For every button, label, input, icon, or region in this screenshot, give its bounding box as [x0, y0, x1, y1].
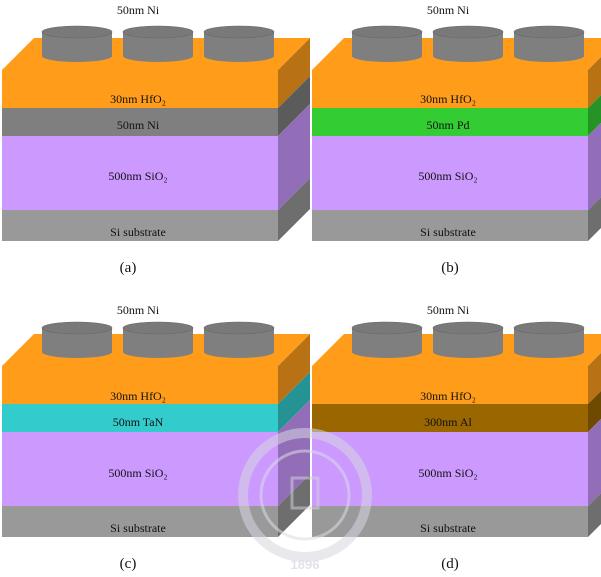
panel-a-layer-2-front: [2, 108, 278, 136]
panel-b-geometry: [312, 25, 601, 241]
watermark-seal-text: 1896: [291, 557, 320, 572]
panel-c-layer-1-side: [278, 334, 310, 404]
panel-c-ni-electrode-2-cap: [122, 321, 194, 335]
panel-c-layer-3-label: 500nm SiO₂: [108, 466, 167, 480]
panel-c-ni-electrode-1: [41, 321, 113, 358]
panel-b-ni-electrode-2: [432, 25, 504, 62]
panel-a-layer-1-front: [2, 70, 278, 108]
panel-b-ni-electrode-2-body: [433, 32, 503, 62]
panel-b-caption: (b): [441, 260, 459, 276]
panel-d-ni-electrode-3: [513, 321, 585, 358]
panel-d-layer-2-front: [312, 404, 588, 432]
panel-c-caption: (c): [120, 556, 137, 572]
panel-b-ni-electrode-1-cap: [351, 25, 423, 39]
panel-a-layer-4-side: [278, 178, 310, 241]
panel-b-ni-electrode-3-body: [514, 32, 584, 62]
panel-d-ni-electrode-1: [351, 321, 423, 358]
panel-c-layer-3-front: [2, 432, 278, 506]
panel-d-ni-electrode-1-cap: [351, 321, 423, 335]
panel-d-top-label: 50nm Ni: [427, 303, 470, 317]
panel-b-ni-electrode-1-body: [352, 32, 422, 62]
panel-d-layer-1-label: 30nm HfO₂: [420, 389, 476, 403]
panel-a-ni-electrode-2-cap: [122, 25, 194, 39]
panel-a-geometry: [2, 25, 310, 241]
panel-b-ni-electrode-3: [513, 25, 585, 62]
panel-b-layer-2-side: [588, 95, 601, 136]
panel-a-layer-3-side: [278, 104, 310, 210]
panel-a-layer-4-front: [2, 210, 278, 241]
panel-d-layer-1-side: [588, 353, 601, 404]
panel-b-ni-electrode-3-cap: [513, 25, 585, 39]
panel-b-top-label: 50nm Ni: [427, 3, 470, 17]
panel-d-layer-3-label: 500nm SiO₂: [418, 466, 477, 480]
panel-c-layer-1-label: 30nm HfO₂: [110, 389, 166, 403]
panel-a-ni-electrode-2-body: [123, 32, 193, 62]
panel-c-top-label: 50nm Ni: [117, 303, 160, 317]
panel-b-layer-3-side: [588, 123, 601, 210]
panel-b-layer-1-front: [312, 70, 588, 108]
panel-d-ni-electrode-3-cap: [513, 321, 585, 335]
panel-b-layer-2-front: [312, 108, 588, 136]
panel-a-layer-1-label: 30nm HfO₂: [110, 92, 166, 106]
panel-d-layer-1-front: [312, 366, 588, 404]
panel-c-ni-electrode-3: [203, 321, 275, 358]
panel-b: 50nm Ni 30nm HfO₂ 50nm Pd 500nm SiO₂ Si …: [312, 3, 601, 276]
panel-b-layer-2-label: 50nm Pd: [426, 118, 469, 132]
panel-a-layer-2-label: 50nm Ni: [117, 118, 160, 132]
panel-a-ni-electrode-3-body: [204, 32, 274, 62]
panel-a-layer-1-side: [278, 38, 310, 108]
panel-a-layer-3-label: 500nm SiO₂: [108, 169, 167, 183]
panel-c-ni-electrode-3-cap: [203, 321, 275, 335]
panel-d-geometry: [312, 321, 601, 537]
panel-b-layer-4-front: [312, 210, 588, 241]
panel-d-ni-electrode-2: [432, 321, 504, 358]
panel-a-layer-3-front: [2, 136, 278, 210]
panel-c-layer-4-front: [2, 506, 278, 537]
panel-c-geometry: [2, 321, 310, 537]
panel-c-ni-electrode-1-body: [42, 328, 112, 358]
panel-a-ni-electrode-1-body: [42, 32, 112, 62]
panel-d-layer-2-side: [588, 391, 601, 432]
panel-b-layer-1-side: [588, 57, 601, 108]
panel-b-layer-4-label: Si substrate: [420, 225, 476, 239]
panel-a-caption: (a): [120, 260, 137, 276]
panel-b-ni-electrode-1: [351, 25, 423, 62]
panel-a-ni-electrode-3: [203, 25, 275, 62]
panel-c-layer-2-side: [278, 372, 310, 432]
panel-b-layer-4-side: [588, 197, 601, 241]
panel-a-layer-4-label: Si substrate: [110, 225, 166, 239]
panel-d-layer-2-label: 300nm Al: [424, 415, 472, 429]
panel-a-ni-electrode-2: [122, 25, 194, 62]
panel-c: 50nm Ni 30nm HfO₂ 50nm TaN 500nm SiO₂ Si…: [2, 303, 310, 572]
panel-a: 50nm Ni 30nm HfO₂ 50nm Ni 500nm SiO₂ Si …: [2, 3, 310, 276]
panel-d-ni-electrode-1-body: [352, 328, 422, 358]
panel-c-ni-electrode-2: [122, 321, 194, 358]
watermark-seal: 1896: [238, 428, 372, 572]
panel-a-ni-electrode-1: [41, 25, 113, 62]
panel-a-ni-electrode-3-cap: [203, 25, 275, 39]
panel-c-layer-2-label: 50nm TaN: [113, 415, 164, 429]
panel-b-layer-1-label: 30nm HfO₂: [420, 92, 476, 106]
panel-c-layer-1-front: [2, 366, 278, 404]
panel-d-ni-electrode-2-cap: [432, 321, 504, 335]
panel-d-ni-electrode-3-body: [514, 328, 584, 358]
panel-b-ni-electrode-2-cap: [432, 25, 504, 39]
panel-d-layer-4-side: [588, 493, 601, 537]
panel-d-layer-3-side: [588, 419, 601, 506]
panel-a-top-label: 50nm Ni: [117, 3, 160, 17]
panel-c-ni-electrode-2-body: [123, 328, 193, 358]
panel-c-layer-4-side: [278, 474, 310, 537]
panel-c-ni-electrode-1-cap: [41, 321, 113, 335]
panel-c-layer-2-front: [2, 404, 278, 432]
panel-d-layer-4-label: Si substrate: [420, 521, 476, 535]
panel-b-layer-3-label: 500nm SiO₂: [418, 169, 477, 183]
panel-a-ni-electrode-1-cap: [41, 25, 113, 39]
panel-d-ni-electrode-2-body: [433, 328, 503, 358]
panel-c-ni-electrode-3-body: [204, 328, 274, 358]
panel-c-layer-4-label: Si substrate: [110, 521, 166, 535]
panel-b-layer-3-front: [312, 136, 588, 210]
panel-a-layer-2-side: [278, 76, 310, 136]
panel-d-caption: (d): [441, 556, 459, 572]
